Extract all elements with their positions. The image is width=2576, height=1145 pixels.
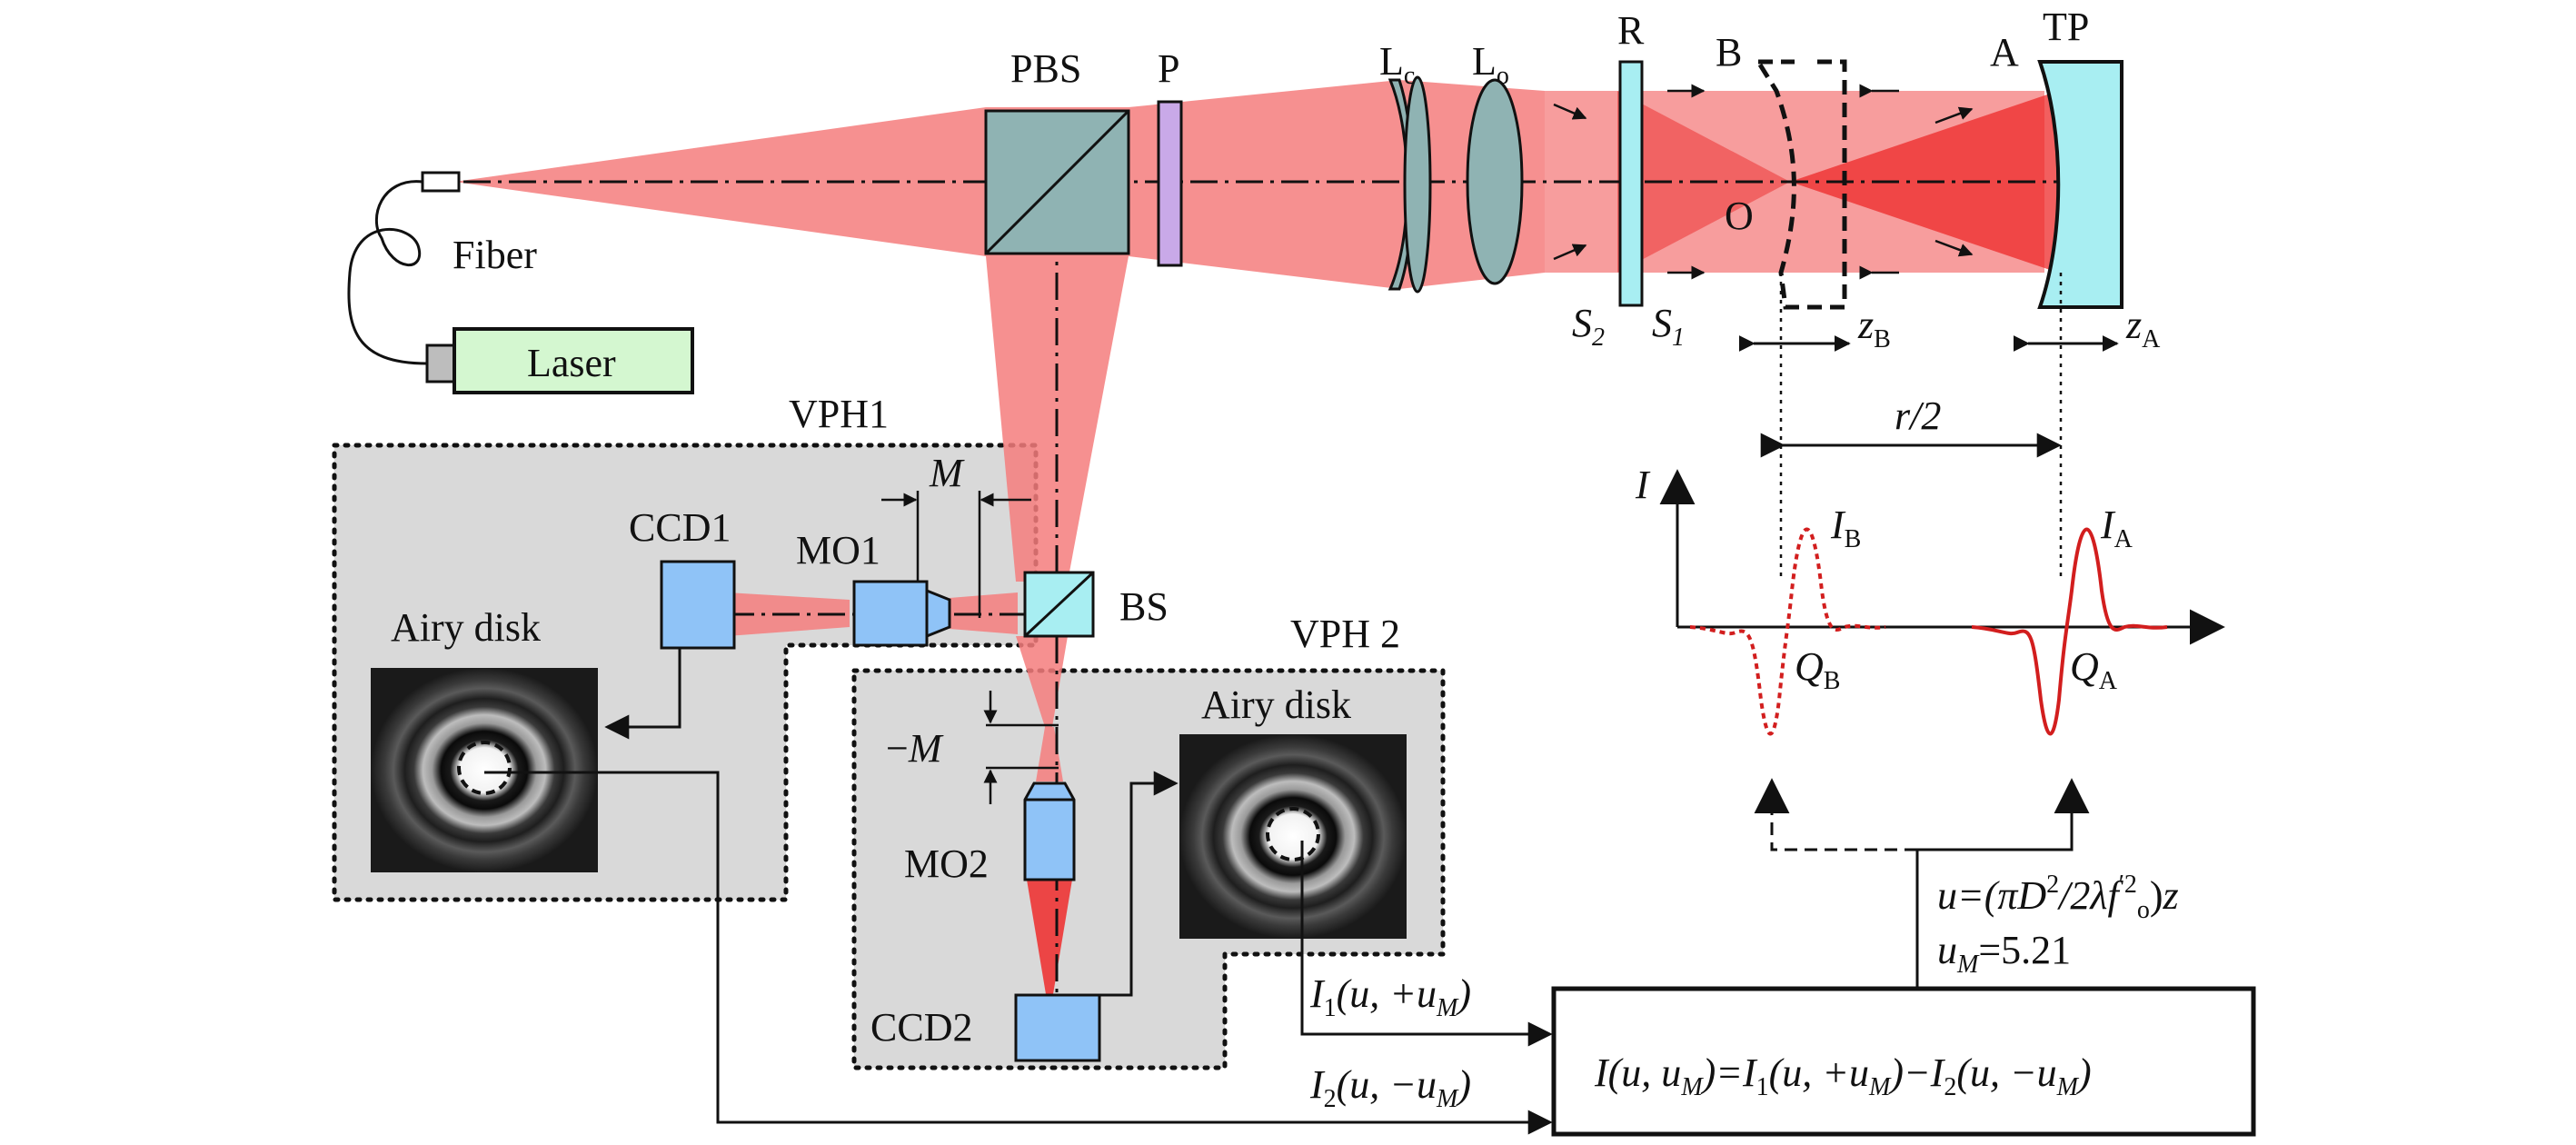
- beam-pbs-to-lenses: [1129, 80, 1399, 289]
- beam-mo2-to-ccd2: [1027, 880, 1072, 1000]
- zb-label: zB: [1857, 303, 1891, 353]
- reference-r-label: R: [1617, 8, 1645, 53]
- ray-arrow-1: [1553, 103, 1587, 120]
- lens-lc-label: Lc: [1379, 39, 1415, 90]
- laser-box: [453, 327, 694, 394]
- position-b-label: B: [1716, 30, 1742, 75]
- beam-bs-down: [1016, 636, 1068, 727]
- curve-a: [1971, 527, 2168, 736]
- airy1-label: Airy disk: [391, 605, 541, 650]
- vph1-label: VPH1: [789, 392, 889, 436]
- test-plate-tp: [2037, 60, 2123, 309]
- mo2-objective: [1023, 782, 1076, 881]
- airy1-marker: [457, 741, 512, 795]
- ray-arrow-2: [1553, 244, 1587, 261]
- polarizer-p: [1157, 100, 1183, 267]
- intensity-difference: I(u, uM)=I1(u, +uM)−I2(u, −uM): [1594, 1050, 2092, 1101]
- feedback-to-b: [1754, 778, 1917, 851]
- za-label: zA: [2125, 303, 2161, 353]
- lens-lo: [1466, 78, 1524, 285]
- airy-disk-1: [371, 668, 598, 872]
- position-a-label: A: [1990, 30, 2019, 75]
- position-b-outline: [1755, 59, 1847, 310]
- lens-lo-label: Lo: [1472, 39, 1509, 90]
- pbs-diagonal: [984, 109, 1130, 255]
- neg-m-label: −M: [886, 726, 944, 771]
- subtraction-box: [1551, 986, 2256, 1137]
- reference-r: [1618, 60, 1644, 307]
- airy2-label: Airy disk: [1201, 682, 1351, 727]
- plot-i-label: I: [1635, 463, 1651, 507]
- airy1-to-sub-line: [484, 771, 1553, 1135]
- u-m-value: uM=5.21: [1937, 928, 2071, 979]
- i2-label: I2(u, −uM): [1309, 1062, 1471, 1113]
- fiber-label: Fiber: [453, 233, 537, 277]
- ccd2-label: CCD2: [870, 1005, 972, 1050]
- fiber-cable: [347, 180, 428, 365]
- airy2-to-sub-line: [1300, 841, 1553, 1047]
- laser-label: Laser: [527, 341, 616, 385]
- m-label: M: [929, 451, 965, 495]
- airy-disk-2: [1179, 734, 1407, 939]
- polarizer-label: P: [1158, 46, 1179, 91]
- curve-b: [1689, 527, 1886, 736]
- vph2-label: VPH 2: [1290, 612, 1400, 656]
- pbs-label: PBS: [1010, 46, 1081, 91]
- mo2-label: MO2: [904, 841, 989, 886]
- beam-bs-to-mo1: [950, 592, 1018, 634]
- test-plate-label: TP: [2043, 5, 2089, 49]
- feedback-to-a: [1917, 778, 2090, 851]
- ccd2: [1014, 993, 1101, 1062]
- ccd1: [660, 560, 736, 650]
- s1-label: S1: [1652, 301, 1685, 352]
- s2-label: S2: [1572, 301, 1605, 352]
- ccd1-to-airy1-arrow: [604, 648, 681, 740]
- ccd1-label: CCD1: [629, 505, 731, 550]
- mo1-label: MO1: [796, 528, 880, 572]
- ray-arrow-6: [1934, 239, 1974, 257]
- ray-arrow-5: [1934, 106, 1974, 124]
- bs-label: BS: [1119, 584, 1169, 629]
- qa-label: QA: [2070, 644, 2118, 695]
- focus-o-label: O: [1725, 194, 1754, 238]
- lens-lc-element: [1403, 75, 1432, 294]
- qb-label: QB: [1795, 644, 1840, 695]
- ccd2-to-airy2-arrow: [1099, 771, 1179, 997]
- airy2-marker: [1266, 807, 1320, 861]
- bs-diagonal: [1023, 571, 1095, 638]
- r-half-label: r/2: [1895, 393, 1941, 438]
- laser-connector: [425, 344, 456, 383]
- ib-label: IB: [1830, 503, 1861, 553]
- u-definition: u=(πD2/2λf′2o)z: [1937, 871, 2179, 924]
- fiber-connector: [421, 171, 461, 193]
- ia-label: IA: [2100, 503, 2133, 553]
- i1-label: I1(u, +uM): [1309, 971, 1471, 1022]
